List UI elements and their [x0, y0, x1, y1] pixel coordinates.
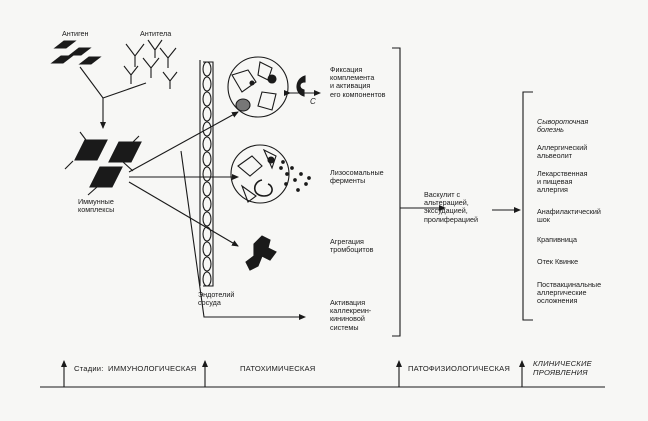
- antigen-label: Антиген: [62, 29, 89, 38]
- stages-prefix-label: Стадии:: [74, 364, 104, 373]
- immune-complexes-label: Иммунные комплексы: [78, 197, 115, 215]
- manifestation-item: Аллергический альвеолит: [537, 143, 588, 161]
- manifestation-item: Сывороточная болезнь: [537, 117, 589, 135]
- endothelium-icon: [199, 60, 214, 287]
- manifestation-item: Крапивница: [537, 235, 578, 244]
- immune-complex-icon: [64, 131, 142, 196]
- lysosomal-label: Лизосомальные ферменты: [330, 168, 384, 186]
- stage-pathophysiological-label: ПАТОФИЗИОЛОГИЧЕСКАЯ: [408, 364, 511, 373]
- vasculitis-label: Васкулит с альтерацией, экссудацией, про…: [424, 190, 478, 224]
- platelets-label: Агрегация тромбоцитов: [330, 237, 374, 255]
- complement-cell-icon: [227, 56, 321, 118]
- manifestation-item: Отек Квинке: [537, 257, 579, 266]
- stage-immunological-label: ИММУНОЛОГИЧЕСКАЯ: [108, 364, 197, 373]
- platelets-icon: [245, 235, 277, 271]
- manifestation-item: Анафилактический шок: [537, 207, 601, 225]
- antibodies-icon: [123, 39, 178, 89]
- antigen-icon: [50, 40, 102, 65]
- manifestation-item: Поствакцинальные аллергические осложнени…: [537, 280, 602, 306]
- endothelium-label: Эндотелий сосуда: [198, 290, 235, 308]
- complement-label: Фиксация комплемента и активация его ком…: [330, 65, 386, 99]
- antibodies-label: Антитела: [140, 29, 172, 38]
- manifestation-item: Лекарственная и пищевая аллергия: [537, 169, 588, 195]
- complement-c-label: C: [310, 97, 316, 106]
- clinical-bracket: [522, 91, 533, 321]
- pathochem-bracket: [392, 47, 401, 337]
- kallikrein-label: Активация каллекреин- кининовой системы: [330, 298, 372, 332]
- stage-clinical-label: КЛИНИЧЕСКИЕ ПРОЯВЛЕНИЯ: [533, 359, 592, 377]
- stage-pathochemical-label: ПАТОХИМИЧЕСКАЯ: [240, 364, 316, 373]
- lysosomal-cell-icon: [230, 144, 311, 204]
